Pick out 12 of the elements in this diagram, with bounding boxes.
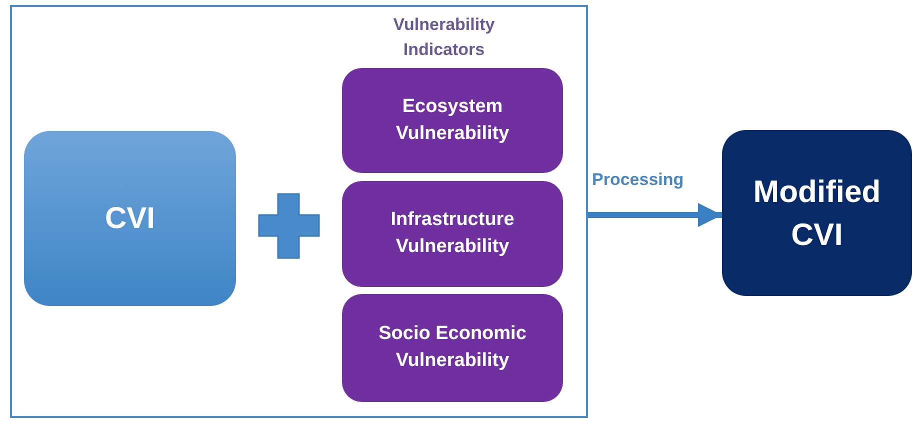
group-heading: Vulnerability Indicators	[392, 14, 496, 61]
index-box	[24, 131, 236, 306]
box-label: Modified CVI	[752, 172, 882, 254]
box-label: Socio Economic Vulnerability	[378, 322, 528, 373]
box-label: Ecosystem Vulnerability	[394, 94, 510, 146]
frame-box	[10, 5, 588, 418]
indicator-box	[342, 68, 563, 173]
indicator-box	[342, 181, 563, 287]
box-label: Infrastructure Vulnerability	[390, 208, 516, 259]
result-box	[722, 130, 912, 296]
box-label: CVI	[104, 200, 156, 236]
indicator-box	[342, 294, 563, 402]
